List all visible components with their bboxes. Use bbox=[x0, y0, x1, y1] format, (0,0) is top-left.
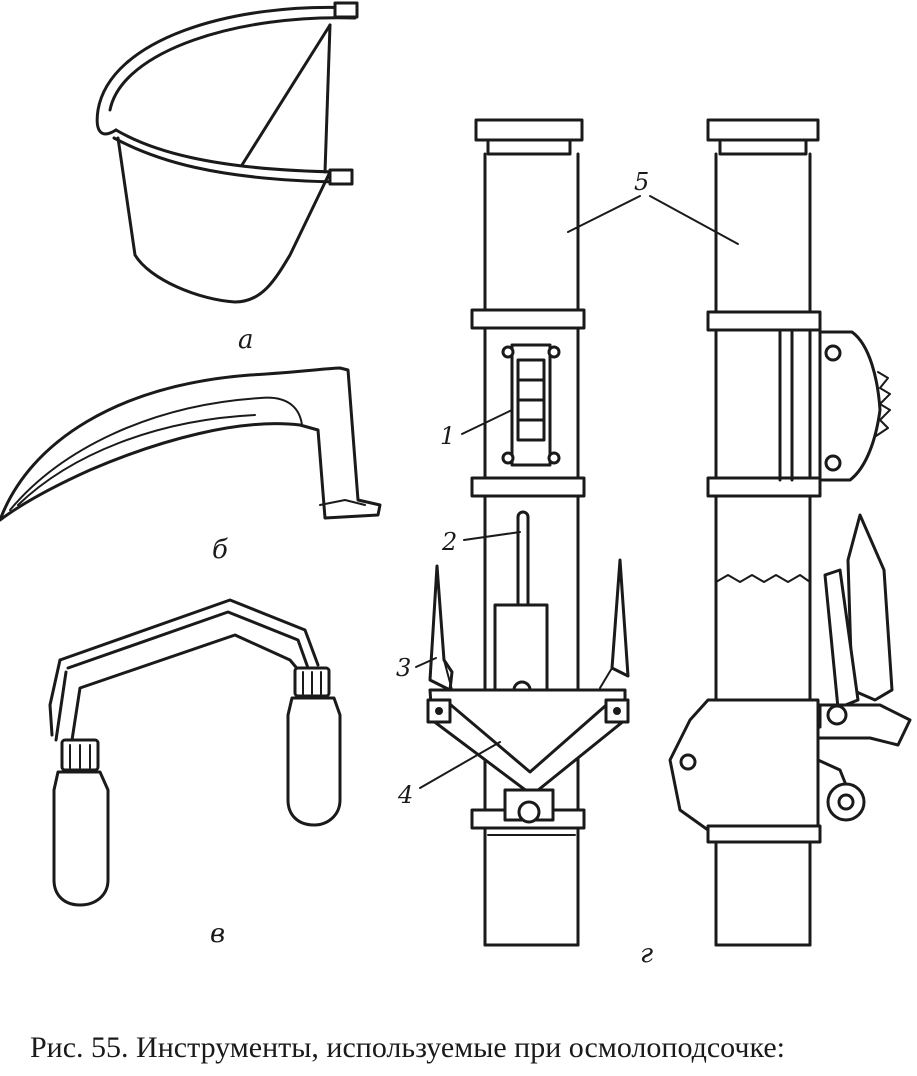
callout-5: 5 bbox=[634, 168, 649, 196]
hack-tool-drawing bbox=[0, 366, 382, 522]
leader-3 bbox=[415, 657, 437, 668]
pole-side-view-drawing bbox=[668, 118, 912, 947]
callout-2: 2 bbox=[441, 528, 457, 556]
figure-caption: Рис. 55. Инструменты, используемые при о… bbox=[30, 1031, 785, 1064]
callout-3: 3 bbox=[396, 654, 411, 682]
panel-label-g: г bbox=[640, 939, 653, 969]
callout-1: 1 bbox=[440, 422, 455, 450]
leader-1 bbox=[461, 409, 513, 435]
leader-4 bbox=[419, 741, 501, 789]
leader-5b bbox=[649, 195, 739, 245]
panel-label-b: б bbox=[212, 535, 228, 565]
diagram-svg: а б в bbox=[0, 1, 912, 969]
callout-4: 4 bbox=[397, 781, 413, 809]
leader-5a bbox=[567, 195, 641, 233]
pole-front-view-drawing bbox=[426, 118, 630, 947]
panel-label-a: а bbox=[238, 325, 254, 355]
resin-cup-drawing bbox=[95, 1, 359, 304]
panel-label-v: в bbox=[210, 919, 225, 949]
wire-scraper-drawing bbox=[48, 598, 342, 907]
leader-2 bbox=[463, 531, 521, 541]
